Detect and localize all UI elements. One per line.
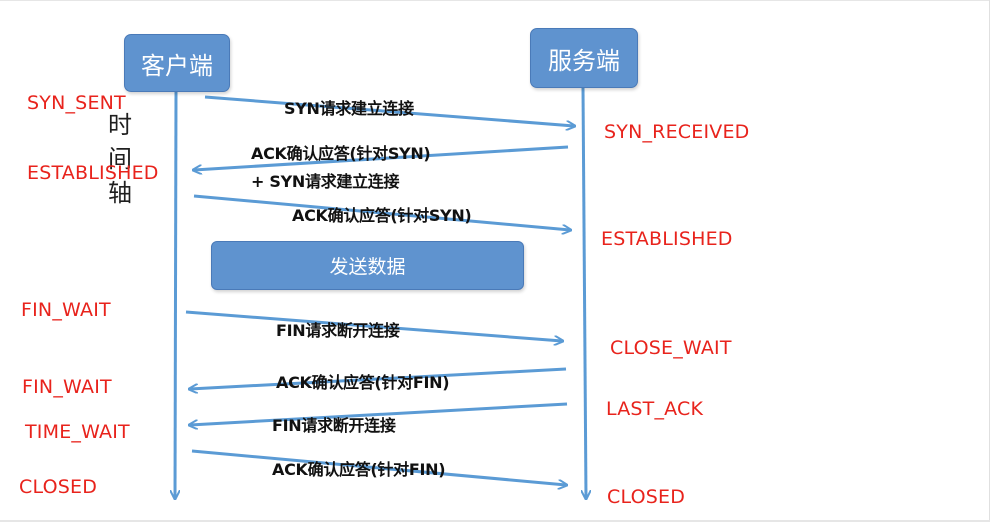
message-ack-syn-final: ACK确认应答(针对SYN) bbox=[292, 206, 472, 225]
message-fin-1: FIN请求断开连接 bbox=[276, 321, 400, 340]
message-ack-fin-2: ACK确认应答(针对FIN) bbox=[272, 460, 446, 479]
bottom-border bbox=[0, 520, 990, 522]
server-state-established: ESTABLISHED bbox=[601, 228, 733, 250]
message-plus-syn: + SYN请求建立连接 bbox=[251, 172, 400, 191]
arrow-syn-ack bbox=[194, 145, 569, 170]
client-state-time-wait: TIME_WAIT bbox=[25, 421, 130, 443]
client-state-fin-wait-2: FIN_WAIT bbox=[22, 376, 112, 398]
arrow-ack-fin-1 bbox=[190, 367, 567, 389]
arrow-syn bbox=[204, 95, 574, 126]
timeline-label: 时间轴 bbox=[108, 111, 132, 207]
client-state-closed: CLOSED bbox=[19, 476, 98, 498]
server-state-closed: CLOSED bbox=[607, 486, 686, 508]
data-transfer-box: 发送数据 bbox=[211, 241, 524, 290]
top-border bbox=[0, 0, 990, 1]
client-state-fin-wait-1: FIN_WAIT bbox=[21, 299, 111, 321]
message-fin-2: FIN请求断开连接 bbox=[272, 416, 396, 435]
message-ack-fin-1: ACK确认应答(针对FIN) bbox=[276, 373, 450, 392]
arrow-ack bbox=[193, 194, 570, 230]
server-state-last-ack: LAST_ACK bbox=[606, 398, 704, 420]
message-ack-syn: ACK确认应答(针对SYN) bbox=[251, 144, 431, 163]
arrow-fin-1 bbox=[185, 310, 562, 341]
arrow-fin-2 bbox=[190, 402, 568, 425]
arrow-ack-fin-2 bbox=[191, 449, 566, 485]
client-box: 客户端 bbox=[124, 34, 230, 92]
message-syn: SYN请求建立连接 bbox=[284, 99, 414, 118]
server-lifeline bbox=[583, 87, 586, 498]
client-state-syn-sent: SYN_SENT bbox=[27, 92, 126, 114]
client-state-established: ESTABLISHED bbox=[27, 162, 159, 184]
server-state-close-wait: CLOSE_WAIT bbox=[610, 337, 732, 359]
client-lifeline bbox=[175, 91, 176, 498]
server-box: 服务端 bbox=[530, 28, 638, 88]
server-state-syn-received: SYN_RECEIVED bbox=[604, 121, 750, 143]
